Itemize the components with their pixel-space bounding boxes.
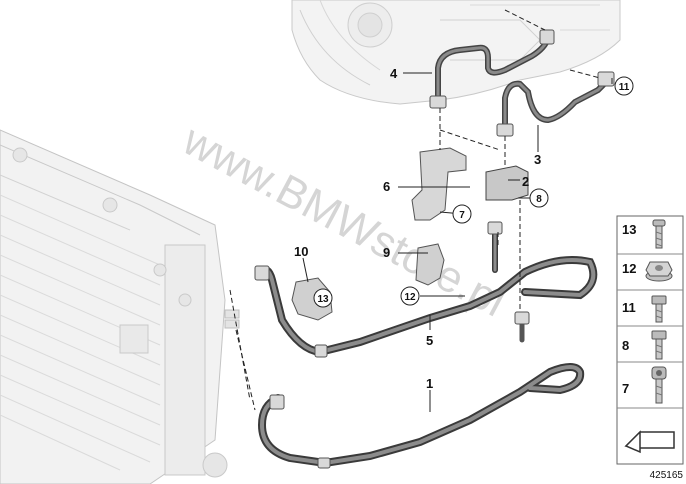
callout-12: 12: [404, 292, 416, 303]
callout-11: 11: [619, 82, 630, 93]
callout-10: 10: [294, 244, 308, 259]
radiator: [0, 129, 240, 484]
hex-bolt-icon: [651, 295, 667, 323]
leader-lines: [302, 72, 613, 412]
legend-label-13: 13: [622, 222, 636, 237]
flange-nut-icon: [645, 261, 673, 282]
bracket-9: [415, 243, 445, 286]
callout-3: 3: [534, 152, 541, 167]
callout-1: 1: [426, 376, 433, 391]
callout-4: 4: [390, 66, 398, 81]
callout-7: 7: [459, 210, 465, 221]
document-number: 425165: [650, 470, 684, 481]
dashed-lines: [229, 9, 601, 411]
callout-11-circle: [614, 76, 634, 96]
fastener-legend: 13 12 11 8: [616, 215, 684, 465]
screw-icon: [652, 219, 666, 249]
callout-2: 2: [522, 174, 529, 189]
legend-label-8: 8: [622, 338, 629, 353]
callout-12-circle: [400, 286, 420, 306]
legend-label-11: 11: [622, 300, 636, 315]
callout-8-circle: [529, 188, 549, 208]
callout-6: 6: [383, 179, 390, 194]
legend-label-7: 7: [622, 381, 629, 396]
hex-bolt-icon: [651, 330, 667, 360]
pipe-fittings: [254, 29, 615, 469]
callout-8: 8: [536, 194, 542, 205]
callout-9: 9: [383, 245, 390, 260]
bracket-6: [411, 147, 467, 221]
callout-13: 13: [317, 294, 329, 305]
bracket-10: [291, 277, 333, 321]
arrow-icon: [624, 430, 675, 454]
callout-5: 5: [426, 333, 433, 348]
callout-7-circle: [452, 204, 472, 224]
callout-13-circle: [313, 288, 333, 308]
legend-label-12: 12: [622, 261, 636, 276]
oil-pipes: [256, 35, 611, 468]
socket-bolt-icon: [651, 366, 667, 404]
holder-2: [485, 165, 529, 201]
